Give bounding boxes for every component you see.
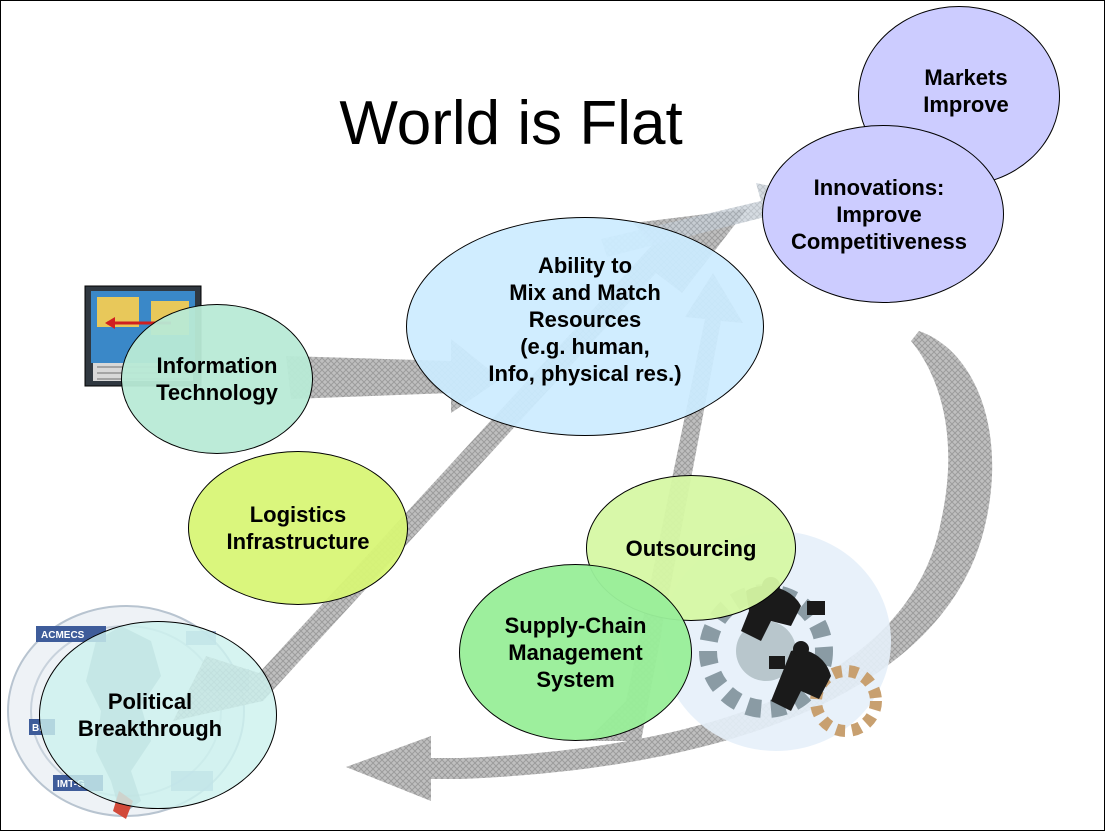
- innovations-label: Innovations: Improve Competitiveness: [790, 174, 968, 254]
- logistics-infrastructure-label: Logistics Infrastructure: [226, 502, 370, 554]
- growth-arrow: [173, 209, 747, 721]
- logistics-infrastructure-node: Logistics Infrastructure: [188, 451, 408, 605]
- markets-improve-label: Markets Improve: [923, 65, 1009, 117]
- outsourcing-label: Outsourcing: [625, 535, 757, 561]
- innovations-node: Innovations: Improve Competitiveness: [762, 125, 1004, 303]
- it-arrow: [286, 339, 501, 413]
- running-businessmen-gears-icon: [661, 531, 891, 751]
- information-technology-label: Information Technology: [156, 353, 278, 405]
- ability-mix-match-label: Ability to Mix and Match Resources (e.g.…: [488, 253, 682, 386]
- map-label-imt: IMT-G: [57, 779, 85, 790]
- political-breakthrough-node: Political Breakthrough: [39, 621, 277, 809]
- information-technology-node: Information Technology: [121, 304, 313, 454]
- map-label-acmecs: ACMECS: [41, 630, 85, 641]
- map-label-bimstec: BI: [32, 723, 42, 734]
- slide-title: World is Flat: [339, 89, 683, 158]
- supply-chain-node: Supply-Chain Management System: [459, 564, 692, 741]
- ability-mix-match-node: Ability to Mix and Match Resources (e.g.…: [406, 217, 764, 436]
- supply-chain-label: Supply-Chain Management System: [504, 613, 647, 692]
- political-breakthrough-label: Political Breakthrough: [77, 689, 223, 741]
